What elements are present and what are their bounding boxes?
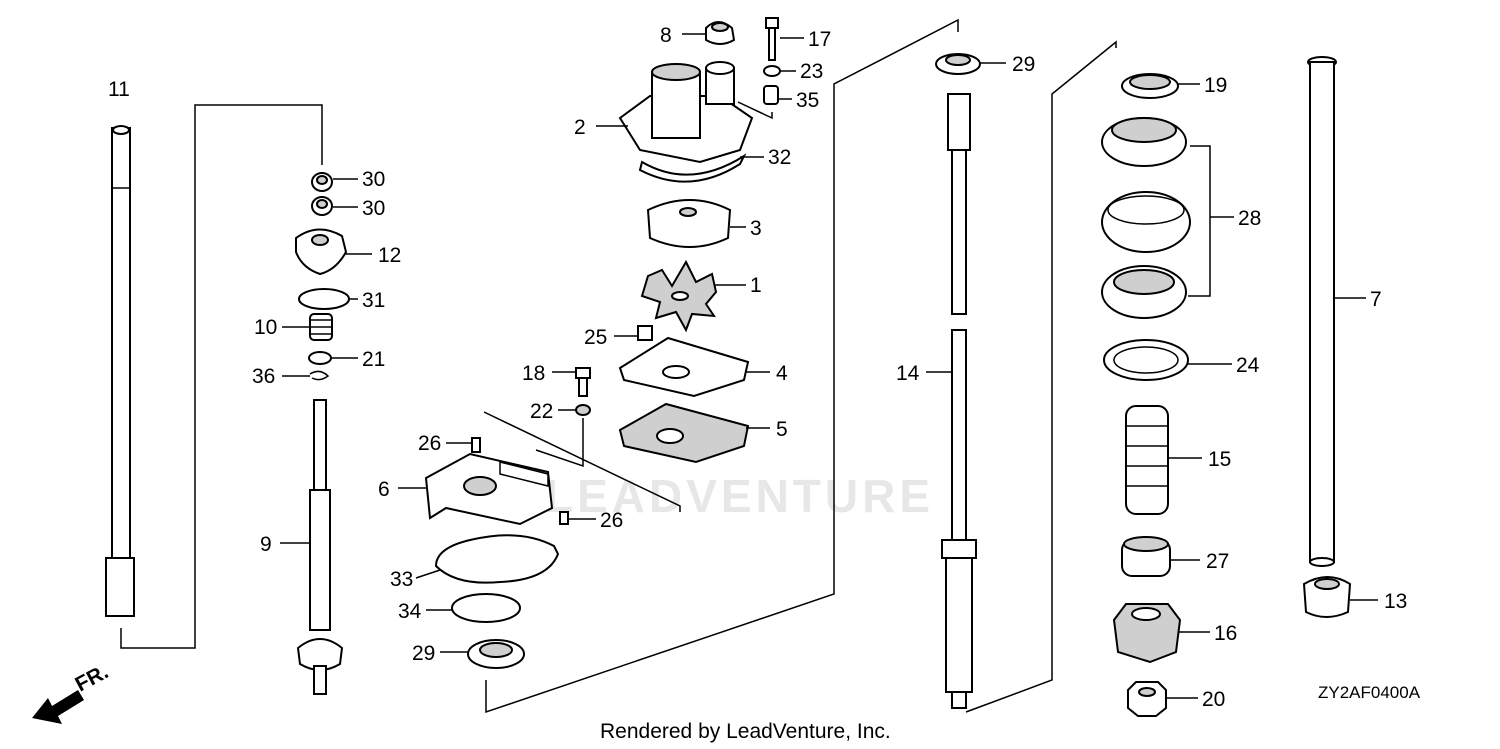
part-7-water-tube[interactable] [1307, 56, 1337, 567]
callout-1[interactable]: 1 [750, 274, 762, 297]
part-24-shim[interactable] [1103, 339, 1189, 381]
part-28-bearing-race[interactable] [1101, 191, 1191, 253]
part-35-collar[interactable] [763, 85, 779, 105]
callout-9[interactable]: 9 [260, 533, 272, 556]
part-17-bolt[interactable] [765, 17, 779, 61]
part-22-washer[interactable] [575, 404, 591, 416]
part-8-grommet[interactable] [705, 21, 736, 45]
part-16-pinion-gear[interactable] [1112, 603, 1182, 664]
part-14-driveshaft[interactable] [941, 93, 977, 709]
callout-2[interactable]: 2 [574, 116, 586, 139]
front-direction-arrow: FR. [32, 660, 112, 724]
group-bracket-6 [483, 411, 681, 512]
part-29-oil-seal-upper[interactable] [935, 53, 981, 75]
callout-19[interactable]: 19 [1204, 74, 1227, 97]
callout-29[interactable]: 29 [1012, 53, 1035, 76]
callout-28[interactable]: 28 [1238, 207, 1261, 230]
part-26-pin-upper[interactable] [471, 437, 481, 453]
part-10-spring[interactable] [309, 313, 333, 341]
group-bracket-28 [1188, 145, 1211, 297]
callout-29[interactable]: 29 [412, 642, 435, 665]
arrow-icon [32, 690, 84, 724]
part-21-washer[interactable] [308, 351, 332, 365]
callout-31[interactable]: 31 [362, 289, 385, 312]
callout-16[interactable]: 16 [1214, 622, 1237, 645]
part-20-nut[interactable] [1127, 681, 1167, 717]
callout-34[interactable]: 34 [398, 600, 422, 623]
part-19-bearing-race[interactable] [1121, 73, 1179, 99]
part-31-o-ring[interactable] [298, 288, 350, 310]
part-5-gasket[interactable] [618, 402, 750, 464]
diagram-code: ZY2AF0400A [1318, 683, 1421, 702]
callout-22[interactable]: 22 [530, 400, 553, 423]
part-25-key[interactable] [637, 325, 653, 341]
callout-32[interactable]: 32 [768, 146, 791, 169]
group-bracket-29 [485, 18, 959, 714]
part-6-impeller-housing[interactable] [424, 452, 554, 526]
part-2-water-pump-housing[interactable] [618, 61, 754, 164]
part-30-bushing-upper[interactable] [311, 172, 333, 192]
group-bracket-11 [120, 104, 323, 649]
part-27-needle-bearing[interactable] [1121, 536, 1171, 577]
callout-26[interactable]: 26 [418, 432, 441, 455]
part-12-gear-housing[interactable] [295, 228, 348, 276]
group-bracket-22 [535, 418, 584, 468]
part-26-pin-lower[interactable] [559, 511, 569, 525]
watermark-text: LEADVENTURE [545, 470, 934, 522]
callout-35[interactable]: 35 [796, 89, 819, 112]
part-18-bolt[interactable] [575, 367, 591, 397]
callout-20[interactable]: 20 [1202, 688, 1225, 711]
callout-3[interactable]: 3 [750, 217, 762, 240]
part-28-bearing-lower[interactable] [1101, 265, 1187, 319]
part-9-shift-rod[interactable] [296, 399, 344, 695]
callout-17[interactable]: 17 [808, 28, 831, 51]
footer-credit: Rendered by LeadVenture, Inc. [600, 720, 891, 743]
callout-21[interactable]: 21 [362, 348, 385, 371]
part-11-driveshaft-extension[interactable] [105, 125, 135, 617]
part-1-impeller[interactable] [640, 259, 718, 333]
callout-7[interactable]: 7 [1370, 288, 1382, 311]
part-4-pump-plate[interactable] [618, 336, 750, 398]
callout-23[interactable]: 23 [800, 60, 823, 83]
callout-10[interactable]: 10 [254, 316, 277, 339]
callout-numbers: 11 30 30 12 31 10 21 36 9 8 17 23 35 2 3… [108, 24, 1407, 711]
part-32-seal[interactable] [638, 153, 747, 183]
group-bracket-14 [965, 40, 1117, 713]
callout-5[interactable]: 5 [776, 418, 788, 441]
part-29-oil-seal-lower[interactable] [467, 639, 525, 669]
callout-25[interactable]: 25 [584, 326, 607, 349]
callout-27[interactable]: 27 [1206, 550, 1229, 573]
callout-24[interactable]: 24 [1236, 354, 1260, 377]
part-30-bushing-lower[interactable] [311, 196, 333, 216]
part-23-washer[interactable] [763, 65, 781, 77]
part-13-grommet[interactable] [1302, 576, 1352, 618]
callout-30[interactable]: 30 [362, 168, 385, 191]
callout-8[interactable]: 8 [660, 24, 672, 47]
callout-leaders [280, 33, 1378, 699]
callout-4[interactable]: 4 [776, 362, 788, 385]
callout-6[interactable]: 6 [378, 478, 390, 501]
callout-13[interactable]: 13 [1384, 590, 1407, 613]
part-15-spring[interactable] [1125, 405, 1169, 515]
watermark: LEADVENTURE [545, 470, 934, 522]
callout-11[interactable]: 11 [108, 78, 130, 101]
callout-30[interactable]: 30 [362, 197, 385, 220]
callout-33[interactable]: 33 [390, 568, 413, 591]
callout-14[interactable]: 14 [896, 362, 920, 385]
group-bracket-35 [737, 101, 773, 120]
callout-15[interactable]: 15 [1208, 448, 1231, 471]
callout-18[interactable]: 18 [522, 362, 545, 385]
part-3-pump-liner[interactable] [646, 199, 732, 248]
part-33-gasket[interactable] [434, 534, 560, 584]
part-28-bearing-upper[interactable] [1101, 117, 1187, 167]
part-36-clip[interactable] [309, 370, 330, 381]
callout-12[interactable]: 12 [378, 244, 401, 267]
callout-36[interactable]: 36 [252, 365, 275, 388]
part-34-o-ring[interactable] [451, 593, 521, 623]
callout-26[interactable]: 26 [600, 509, 623, 532]
